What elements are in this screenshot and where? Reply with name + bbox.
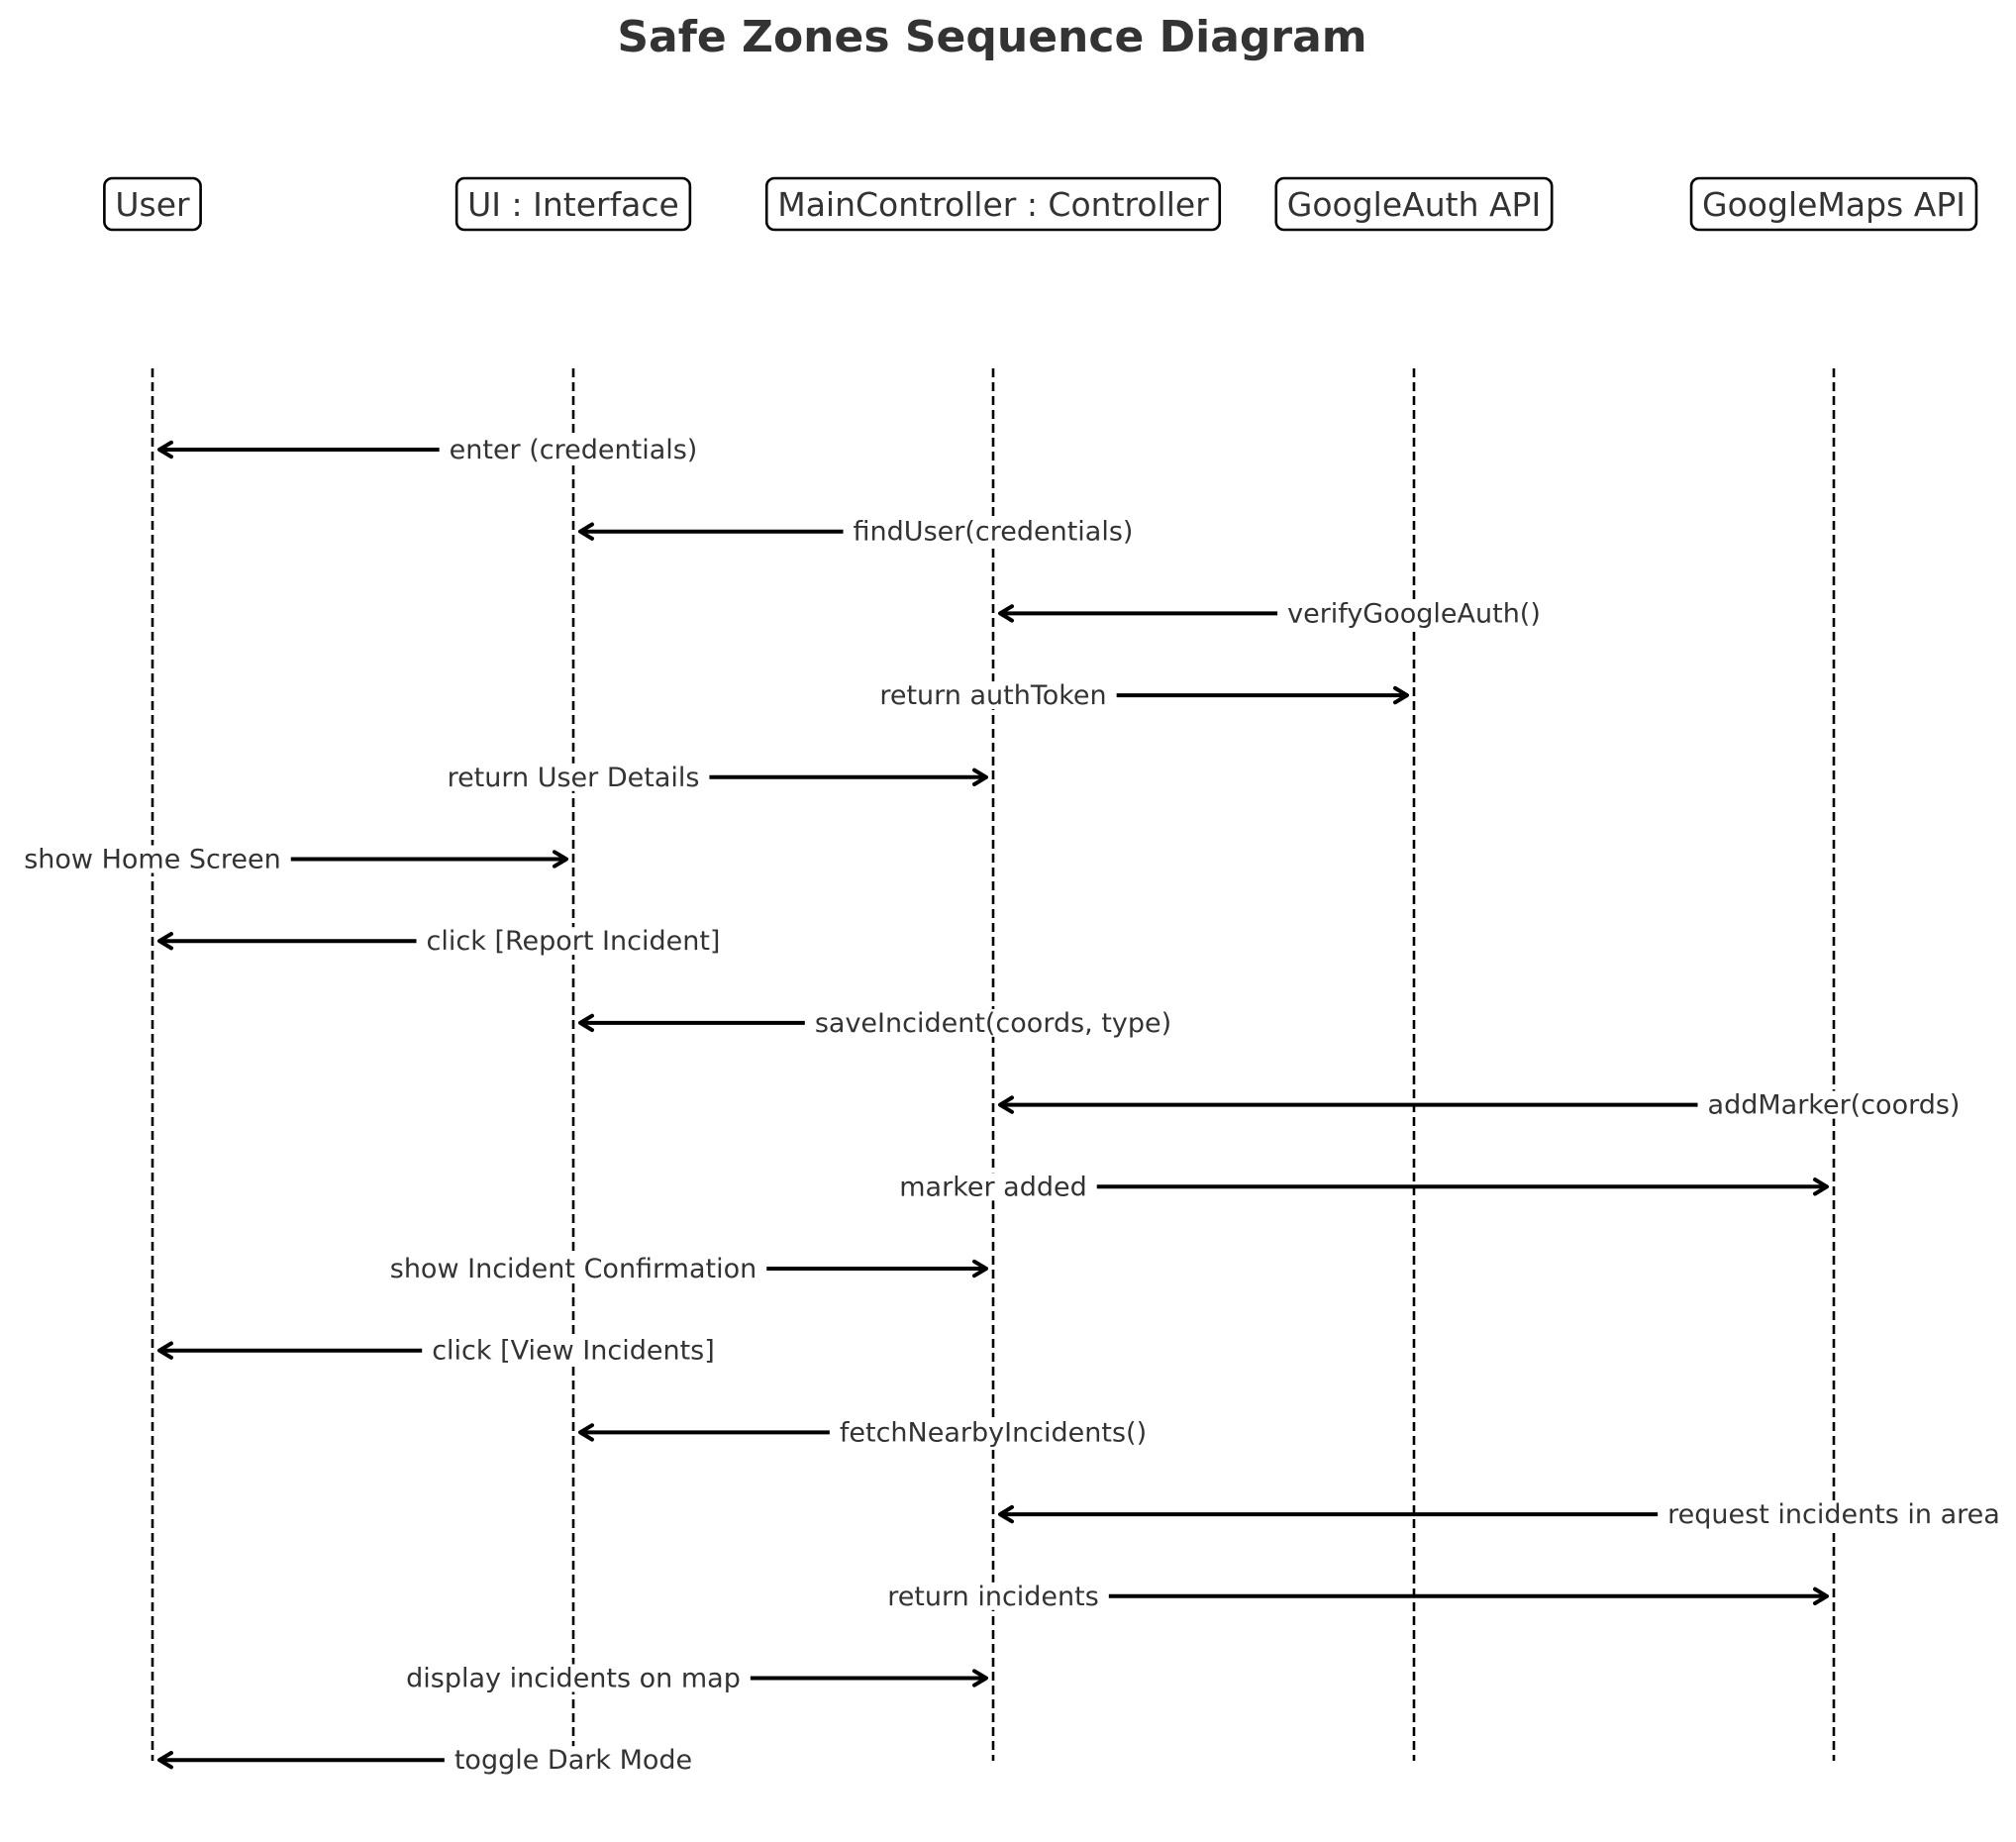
participant-box-maps — [1689, 176, 1978, 232]
message: display incidents on map — [404, 1664, 988, 1694]
arrow-head-icon — [1813, 1177, 1829, 1196]
arrow-head-icon — [972, 1259, 988, 1279]
participant-box-ui — [454, 176, 692, 232]
message-label: click [Report Incident] — [427, 926, 721, 957]
arrow-head-icon — [157, 440, 173, 460]
message: verifyGoogleAuth() — [998, 598, 1543, 629]
message-label-bg — [877, 681, 1109, 710]
arrow-head-icon — [578, 1013, 594, 1033]
message: click [View Incidents] — [157, 1336, 717, 1367]
message: fetchNearbyIncidents() — [578, 1417, 1150, 1448]
message-label-bg — [897, 1173, 1089, 1201]
arrow-head-icon — [998, 1504, 1014, 1524]
message: return User Details — [445, 763, 988, 793]
message: findUser(credentials) — [578, 517, 1136, 548]
message-label-bg — [812, 1008, 1174, 1037]
message: show Incident Confirmation — [387, 1254, 988, 1284]
message-label: request incidents in area — [1667, 1499, 2000, 1530]
message: return authToken — [877, 680, 1409, 711]
message-label-bg — [445, 763, 702, 791]
message-label-bg — [1665, 1500, 2002, 1529]
participant-auth: GoogleAuth API — [1274, 176, 1554, 232]
message: saveIncident(coords, type) — [578, 1008, 1174, 1039]
message-label-bg — [424, 927, 723, 956]
message: return incidents — [885, 1582, 1829, 1612]
participant-user: User — [103, 176, 202, 232]
message-label: show Incident Confirmation — [390, 1254, 757, 1284]
message-label: show Home Screen — [24, 845, 281, 875]
arrow-head-icon — [157, 1751, 173, 1770]
message-label-bg — [404, 1664, 743, 1692]
arrow-head-icon — [972, 1669, 988, 1688]
participant-label-user: User — [115, 185, 190, 224]
arrow-head-icon — [998, 604, 1014, 623]
message-label: display incidents on map — [406, 1664, 741, 1694]
participant-ui: UI : Interface — [454, 176, 692, 232]
arrow-head-icon — [972, 768, 988, 786]
participant-label-auth: GoogleAuth API — [1287, 185, 1541, 224]
message: click [Report Incident] — [157, 926, 723, 957]
message-label: fetchNearbyIncidents() — [840, 1417, 1147, 1448]
message-label: addMarker(coords) — [1708, 1090, 1961, 1121]
message-label: click [View Incidents] — [432, 1336, 715, 1367]
message-label-bg — [447, 436, 700, 463]
arrow-head-icon — [553, 850, 568, 869]
arrow-head-icon — [578, 522, 594, 541]
message-label: return authToken — [879, 680, 1106, 711]
participant-label-controller: MainController : Controller — [777, 185, 1209, 224]
message-label-bg — [387, 1255, 759, 1282]
arrow-head-icon — [157, 1341, 173, 1360]
arrow-head-icon — [998, 1095, 1014, 1114]
message-label-bg — [452, 1746, 695, 1775]
message: addMarker(coords) — [998, 1090, 1963, 1121]
message: marker added — [897, 1172, 1829, 1202]
message-label-bg — [430, 1336, 717, 1365]
message: toggle Dark Mode — [157, 1745, 695, 1776]
message-label: findUser(credentials) — [854, 517, 1134, 548]
arrow-head-icon — [578, 1423, 594, 1442]
message: show Home Screen — [22, 845, 568, 875]
message-label-bg — [22, 845, 283, 873]
message-label-bg — [1705, 1090, 1963, 1119]
participant-label-ui: UI : Interface — [467, 185, 679, 224]
arrow-head-icon — [1813, 1586, 1829, 1605]
participant-box-auth — [1274, 176, 1554, 232]
message-label: marker added — [899, 1172, 1087, 1202]
participant-box-controller — [764, 176, 1222, 232]
arrow-head-icon — [157, 932, 173, 951]
participant-box-user — [103, 176, 202, 232]
message-label: return User Details — [448, 763, 700, 793]
message: enter (credentials) — [157, 435, 700, 465]
message-label: enter (credentials) — [450, 435, 698, 465]
message-label-bg — [885, 1582, 1101, 1610]
message: request incidents in area — [998, 1499, 2002, 1530]
message-label: toggle Dark Mode — [454, 1745, 692, 1776]
message-label-bg — [851, 517, 1136, 546]
participant-maps: GoogleMaps API — [1689, 176, 1978, 232]
message-label-bg — [837, 1418, 1150, 1447]
message-label: saveIncident(coords, type) — [815, 1008, 1171, 1039]
message-label-bg — [1285, 599, 1543, 628]
message-label: return incidents — [887, 1582, 1099, 1612]
participant-controller: MainController : Controller — [764, 176, 1222, 232]
diagram-title: Safe Zones Sequence Diagram — [617, 12, 1366, 62]
participant-label-maps: GoogleMaps API — [1702, 185, 1966, 224]
message-label: verifyGoogleAuth() — [1287, 598, 1541, 629]
arrow-head-icon — [1393, 685, 1409, 705]
